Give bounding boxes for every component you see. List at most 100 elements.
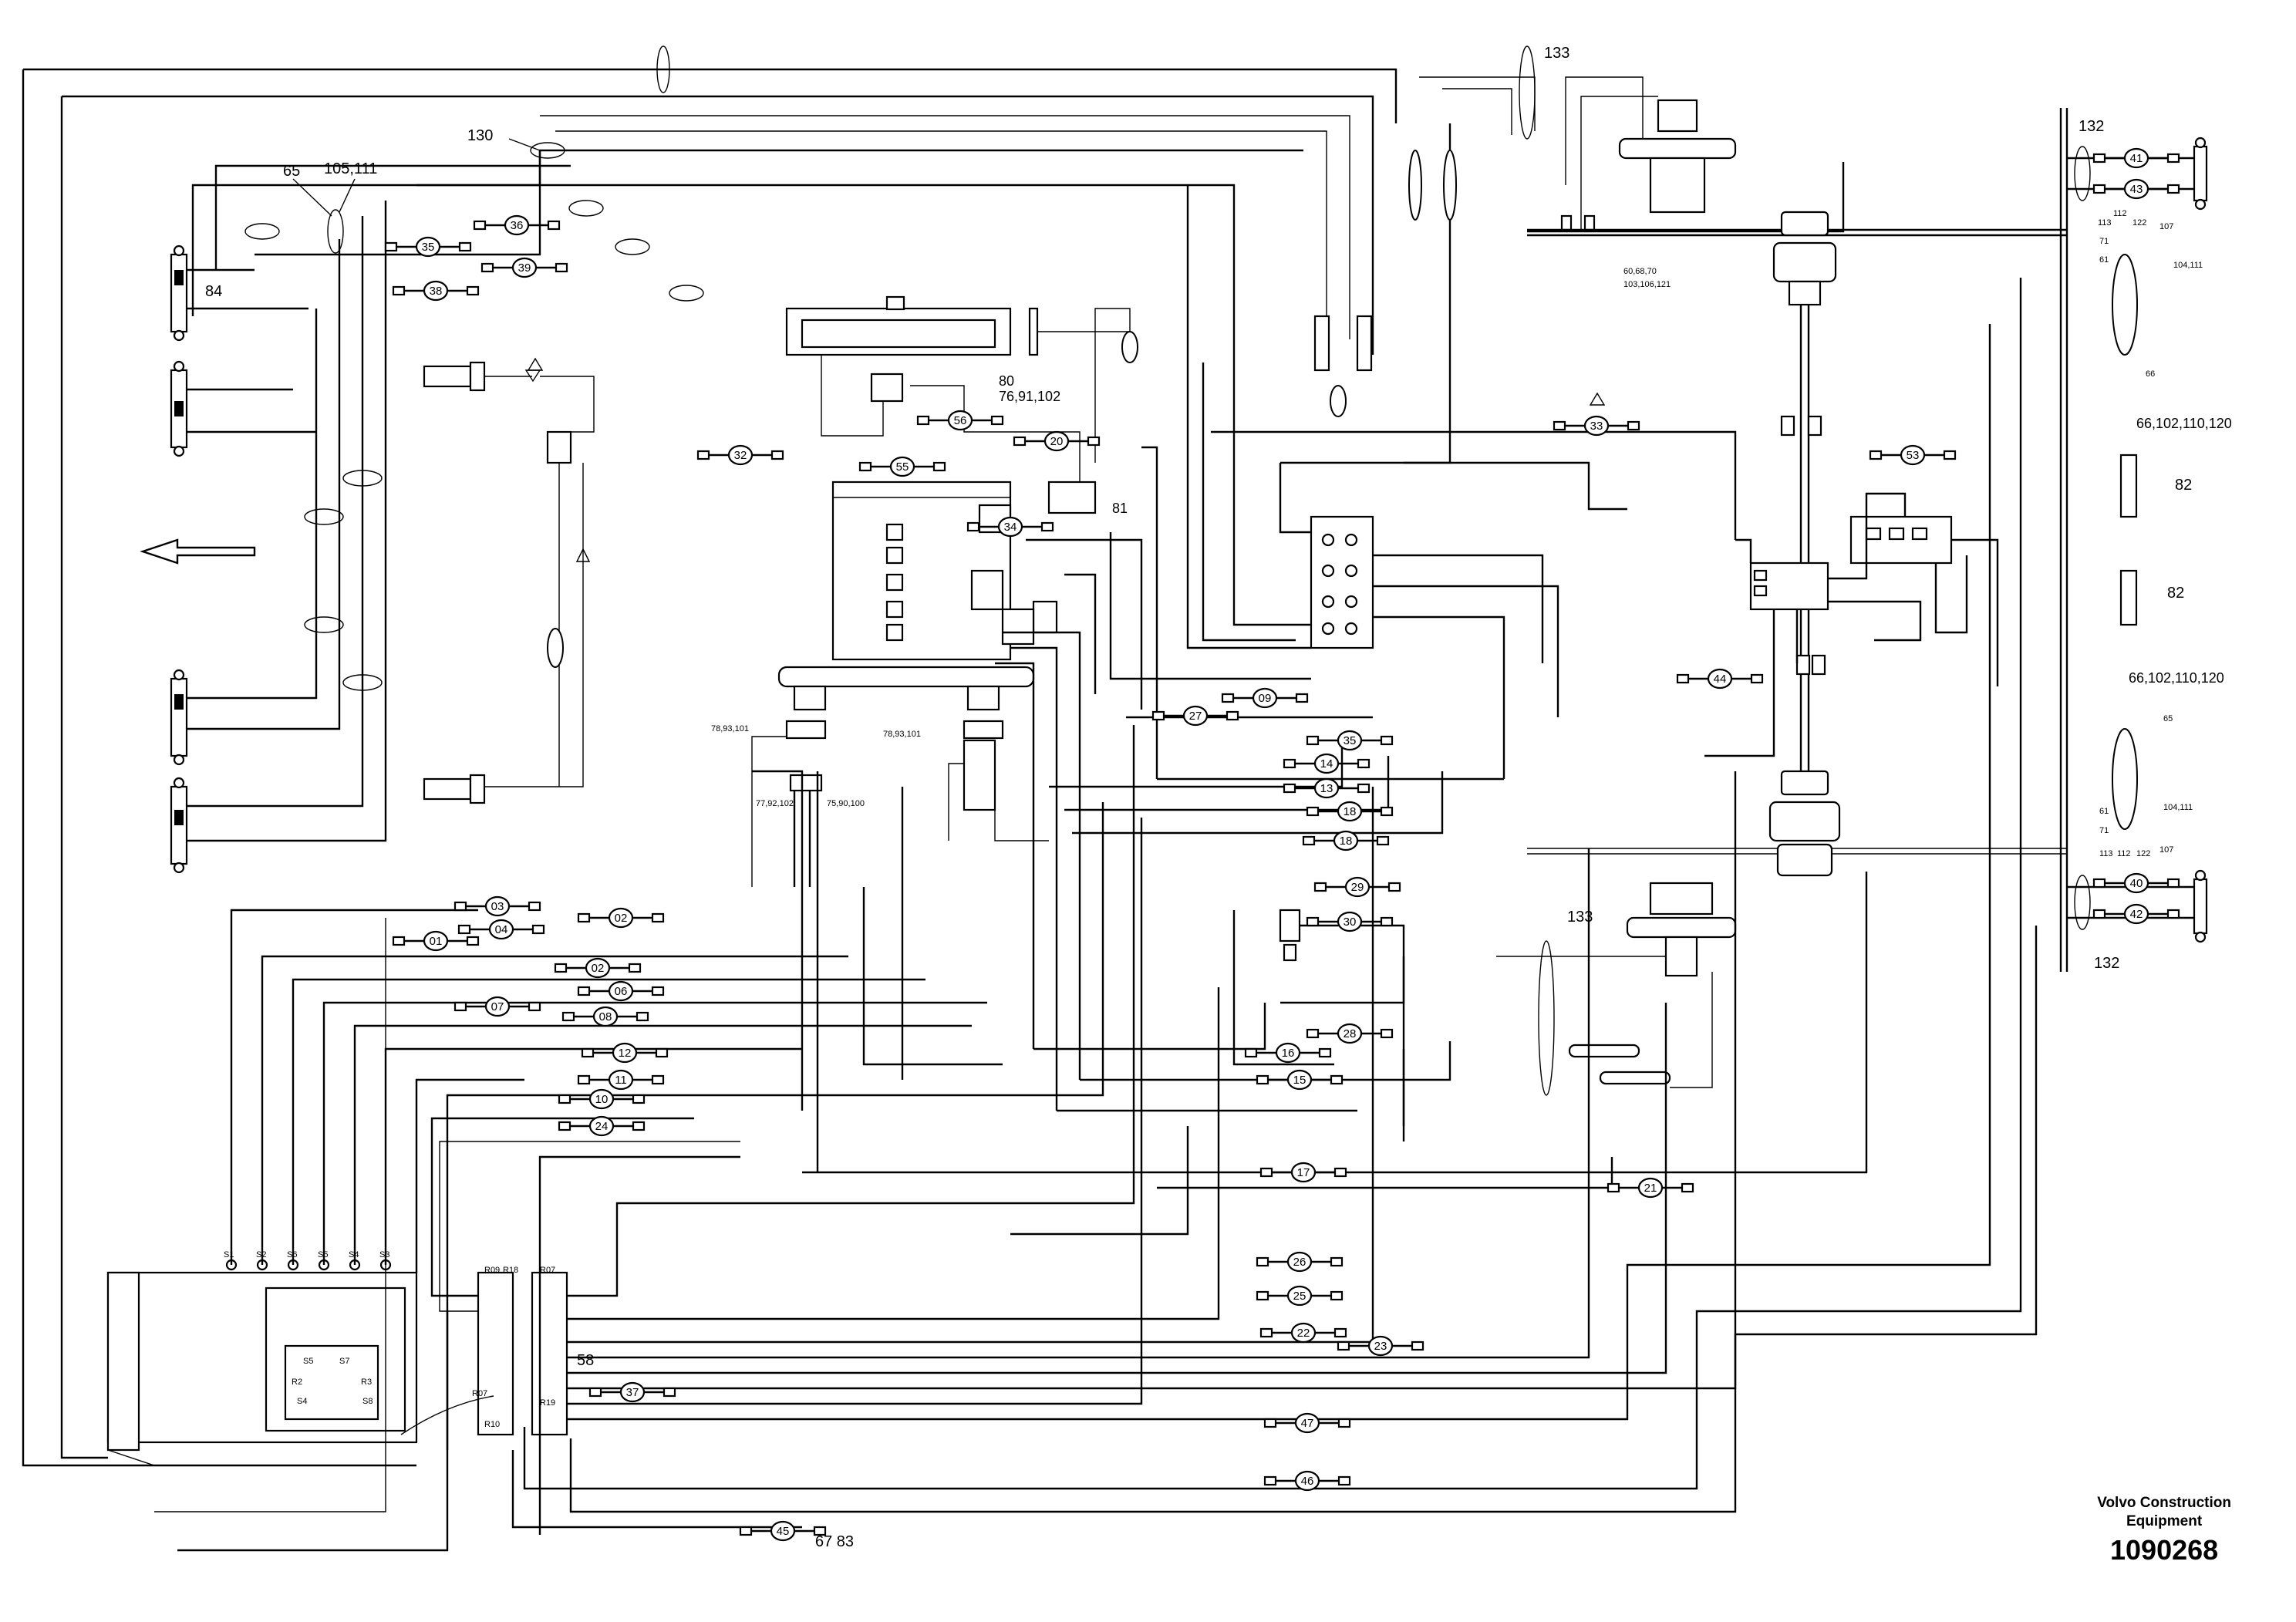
right-valves <box>1704 492 1999 757</box>
hose-label: 29 <box>1351 881 1364 894</box>
hose-label: 36 <box>511 219 524 232</box>
hose-label: 53 <box>1907 449 1920 462</box>
hose-label: 20 <box>1050 435 1064 448</box>
hose-17: 17 <box>1259 1162 1347 1183</box>
callout-61-top: 61 <box>2099 255 2109 265</box>
brand-line-2: Equipment <box>2126 1513 2203 1529</box>
callout-107-bot: 107 <box>2159 845 2173 855</box>
callout-81: 81 <box>1112 501 1128 516</box>
hose-label: 24 <box>595 1120 609 1133</box>
callout-78-93-101-right: 78,93,101 <box>883 730 921 739</box>
hose-37: 37 <box>588 1381 676 1403</box>
callout-133-top: 133 <box>1544 45 1569 62</box>
left-clamps <box>244 46 704 691</box>
cylinder-second-left <box>170 360 316 457</box>
callout-105-111: 105,111 <box>324 160 377 177</box>
hose-14: 14 <box>1283 753 1371 774</box>
hose-27: 27 <box>1151 705 1239 727</box>
hose-01: 01 <box>392 930 480 952</box>
callout-82-top: 82 <box>2175 477 2192 494</box>
hose-35: 35 <box>384 236 472 258</box>
hose-53: 53 <box>1869 444 1957 466</box>
hose-26: 26 <box>1256 1251 1344 1273</box>
callout-80: 80 <box>999 373 1014 389</box>
hose-label: 23 <box>1374 1340 1387 1353</box>
hose-24: 24 <box>558 1115 646 1137</box>
pilot-ports <box>225 1259 392 1271</box>
hose-label: 42 <box>2130 908 2143 921</box>
hose-09: 09 <box>1221 687 1309 709</box>
hose-07: 07 <box>453 996 541 1017</box>
hose-43: 43 <box>2092 178 2180 200</box>
callout-65-right: 65 <box>2163 714 2173 723</box>
hose-label: 04 <box>495 923 508 936</box>
hose-28: 28 <box>1306 1023 1394 1044</box>
callout-71-bot: 71 <box>2099 826 2109 835</box>
hose-label: 44 <box>1714 673 1727 686</box>
hose-label: 17 <box>1297 1166 1310 1179</box>
hose-21: 21 <box>1607 1177 1694 1199</box>
hose-22: 22 <box>1259 1322 1347 1344</box>
lift-cylinders-left-mid <box>423 361 595 804</box>
hose-label: 35 <box>422 241 435 254</box>
hose-02: 02 <box>577 907 665 929</box>
callout-133-bot: 133 <box>1567 909 1593 926</box>
callout-58: 58 <box>577 1352 594 1369</box>
left-callouts: 65 105,111 130 80 76,91,102 81 67 83 <box>283 127 1128 1550</box>
hose-label: 18 <box>1344 805 1357 818</box>
hose-20: 20 <box>1013 430 1101 452</box>
callout-122-top: 122 <box>2132 218 2146 228</box>
hose-label: 55 <box>896 460 909 474</box>
port-s2: S2 <box>256 1250 266 1259</box>
hose-55: 55 <box>858 456 946 477</box>
callout-71-top: 71 <box>2099 237 2109 246</box>
hose-label: 35 <box>1344 734 1357 747</box>
callout-60-68-70: 60,68,70 <box>1623 267 1657 276</box>
port-s5: S5 <box>318 1250 328 1259</box>
port-in-s8: S8 <box>362 1397 373 1406</box>
port-s6: S6 <box>287 1250 297 1259</box>
hose-03: 03 <box>453 895 541 917</box>
hose-12: 12 <box>581 1042 669 1064</box>
hose-33: 33 <box>1553 415 1640 437</box>
port-r10: R10 <box>484 1420 500 1429</box>
center-top-unit <box>785 295 1138 661</box>
callout-132-top: 132 <box>2079 118 2104 135</box>
callout-113-bot: 113 <box>2099 849 2113 858</box>
hose-label: 47 <box>1301 1417 1314 1430</box>
hose-30: 30 <box>1306 911 1394 932</box>
hose-label: 02 <box>592 962 605 975</box>
hose-label: 06 <box>615 985 628 998</box>
hose-10: 10 <box>558 1088 646 1110</box>
hose-08: 08 <box>561 1006 649 1027</box>
main-control-valve <box>1310 150 1457 649</box>
callout-66-right: 66 <box>2146 369 2155 379</box>
port-in-r2: R2 <box>292 1378 302 1387</box>
callout-122-bot: 122 <box>2136 849 2150 858</box>
callout-104-111-bot: 104,111 <box>2163 803 2193 812</box>
hose-label: 08 <box>599 1010 612 1023</box>
hose-label: 43 <box>2130 183 2143 196</box>
callout-103-106-121: 103,106,121 <box>1623 280 1671 289</box>
callout-112-top: 112 <box>2113 209 2127 218</box>
lower-left-lines <box>154 278 2038 1552</box>
cylinder-bottom-left <box>170 201 387 874</box>
callout-75-90-100: 75,90,100 <box>827 799 865 808</box>
hose-34: 34 <box>966 516 1054 538</box>
hose-18: 18 <box>1306 801 1394 822</box>
hose-32: 32 <box>696 444 784 466</box>
hose-44: 44 <box>1676 668 1764 690</box>
port-r09: R09 <box>484 1266 500 1275</box>
port-in-s7: S7 <box>339 1357 349 1366</box>
left-cylinders: 84 <box>170 201 387 874</box>
hose-42: 42 <box>2092 903 2180 925</box>
callout-107-top: 107 <box>2159 222 2173 231</box>
hose-label: 30 <box>1344 916 1357 929</box>
hose-16: 16 <box>1244 1042 1332 1064</box>
callout-132-bot: 132 <box>2094 955 2119 972</box>
right-callouts: 132 113 112 122 107 71 61 104,111 66 66,… <box>2079 118 2232 972</box>
cylinder-third-left <box>170 239 341 766</box>
center-lines <box>995 185 1737 1111</box>
port-r07b: R07 <box>472 1389 487 1398</box>
callout-112-bot: 112 <box>2117 849 2131 858</box>
